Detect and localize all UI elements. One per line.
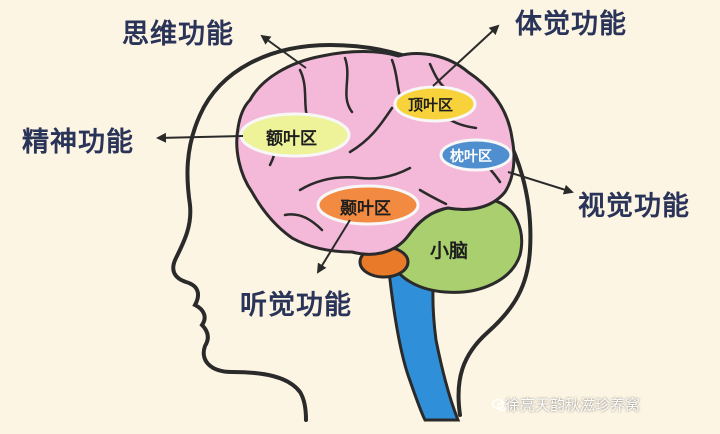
spirit-function-label: 精神功能 [22,127,134,158]
cerebellum-label: 小脑 [430,240,469,262]
auditory-function-label: 听觉功能 [240,290,352,321]
brain-folds [266,56,502,232]
frontal-lobe-label: 额叶区 [266,129,317,149]
thinking-function-label: 思维功能 [122,19,234,50]
arrow-somatosensory [432,24,500,87]
temporal-lobe-oval [316,184,420,226]
occipital-lobe-oval [439,138,513,172]
temporal-lobe-label: 颞叶区 [340,199,391,219]
visual-function-label: 视觉功能 [578,191,690,222]
occipital-lobe-label: 枕叶区 [450,149,492,165]
arrow-auditory [316,219,351,274]
parietal-lobe-oval [393,85,477,123]
arrow-thinking [260,34,307,69]
function-arrows [156,24,574,274]
arrow-spirit [156,132,244,143]
arrow-visual [507,171,574,195]
frontal-lobe-oval [239,112,351,158]
watermark-text: 徐亮天韵秋滋珍养窝 [505,396,641,414]
somatosensory-function-label: 体觉功能 [515,9,627,40]
head-outline [171,42,533,422]
brainstem [386,260,461,422]
parietal-lobe-label: 顶叶区 [408,96,454,114]
wechat-icon [492,398,508,411]
